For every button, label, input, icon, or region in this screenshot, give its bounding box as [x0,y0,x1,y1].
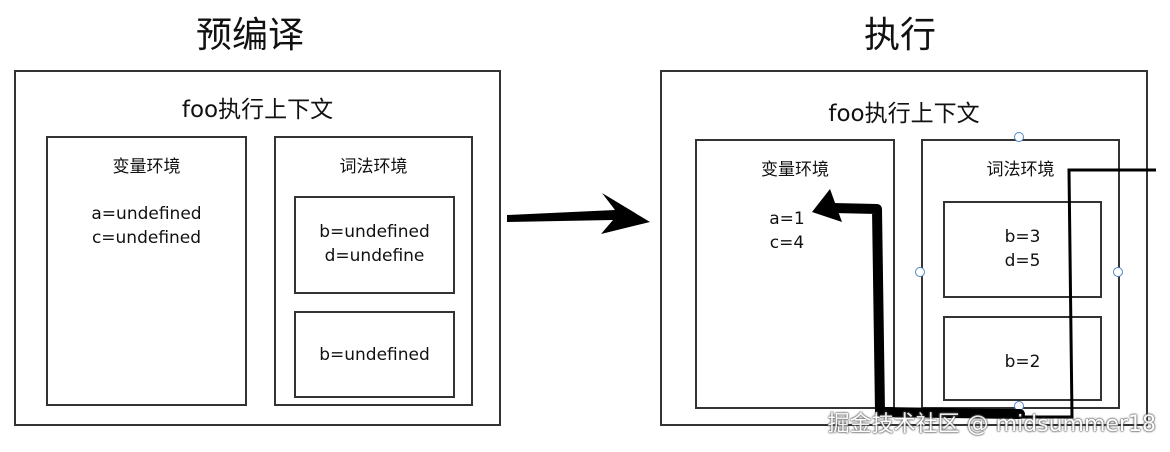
selection-handle-top[interactable] [1014,132,1024,142]
left-lex1-b: b=undefined [319,222,430,242]
transition-arrow-icon [507,193,650,234]
right-lex1-b: b=3 [1004,227,1041,247]
right-lexical-block-1-values: b=3 d=5 [945,225,1100,273]
left-lexical-block-1: b=undefined d=undefine [294,196,455,294]
right-lexical-block-2-values: b=2 [945,350,1100,374]
right-lexical-block-2: b=2 [943,316,1102,401]
left-lexical-environment: 词法环境 b=undefined d=undefine b=undefined [274,136,473,406]
right-execution-context: foo执行上下文 变量环境 a=1 c=4 词法环境 b=3 d=5 b=2 [660,70,1148,426]
right-lex2-b: b=2 [1004,352,1041,372]
watermark: 掘金技术社区 @ midsummer18 [827,412,1156,437]
left-context-title: foo执行上下文 [181,97,334,123]
left-lex1-d: d=undefine [324,246,425,266]
left-lexical-block-1-values: b=undefined d=undefine [296,220,453,268]
execute-heading: 执行 [863,15,936,56]
left-lexical-env-title: 词法环境 [339,157,408,177]
left-var-a: a=undefined [91,204,202,224]
right-lex1-d: d=5 [1004,251,1041,271]
right-var-c: c=4 [769,233,805,253]
left-var-c: c=undefined [91,228,202,248]
right-variable-env-title: 变量环境 [761,160,829,180]
left-variable-env-title: 变量环境 [112,157,181,177]
left-variable-env-values: a=undefined c=undefined [48,202,245,250]
left-lexical-block-2: b=undefined [294,311,455,398]
selection-handle-right[interactable] [1113,267,1123,277]
right-context-title: foo执行上下文 [828,101,980,127]
right-variable-env-values: a=1 c=4 [687,207,887,255]
right-lexical-environment: 词法环境 b=3 d=5 b=2 [921,139,1120,409]
selection-handle-left[interactable] [915,267,925,277]
left-lex2-b: b=undefined [319,345,430,365]
right-variable-environment: 变量环境 a=1 c=4 [695,139,895,409]
precompile-heading: 预编译 [195,15,304,56]
left-lexical-block-2-values: b=undefined [296,343,453,367]
left-execution-context: foo执行上下文 变量环境 a=undefined c=undefined 词法… [14,70,501,426]
right-var-a: a=1 [769,209,805,229]
left-variable-environment: 变量环境 a=undefined c=undefined [46,136,247,406]
right-lexical-env-title: 词法环境 [986,160,1055,180]
right-lexical-block-1: b=3 d=5 [943,201,1102,298]
